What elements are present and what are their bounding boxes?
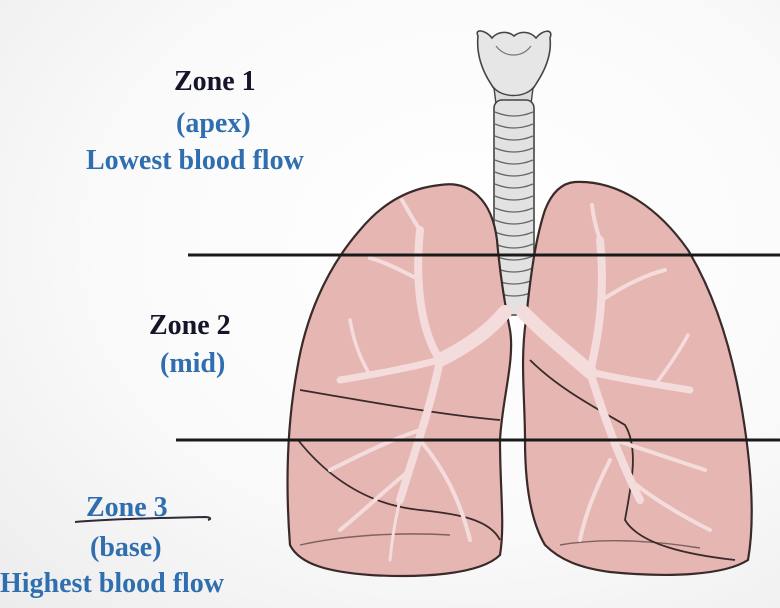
zone-3-title: Zone 3 (86, 492, 168, 523)
zone-1-subtitle: (apex) (176, 108, 251, 139)
zone-3-underline (74, 515, 212, 523)
zone-2-subtitle: (mid) (160, 348, 226, 379)
zone-3-subtitle: (base) (90, 532, 162, 563)
zone-1-note: Lowest blood flow (86, 145, 304, 176)
zone-3-note: Highest blood flow (0, 568, 225, 599)
zone-1-title: Zone 1 (174, 66, 256, 97)
right-lung (286, 183, 513, 578)
zone-2-title: Zone 2 (149, 310, 231, 341)
larynx (476, 30, 552, 110)
bronchial-tree (328, 198, 712, 562)
